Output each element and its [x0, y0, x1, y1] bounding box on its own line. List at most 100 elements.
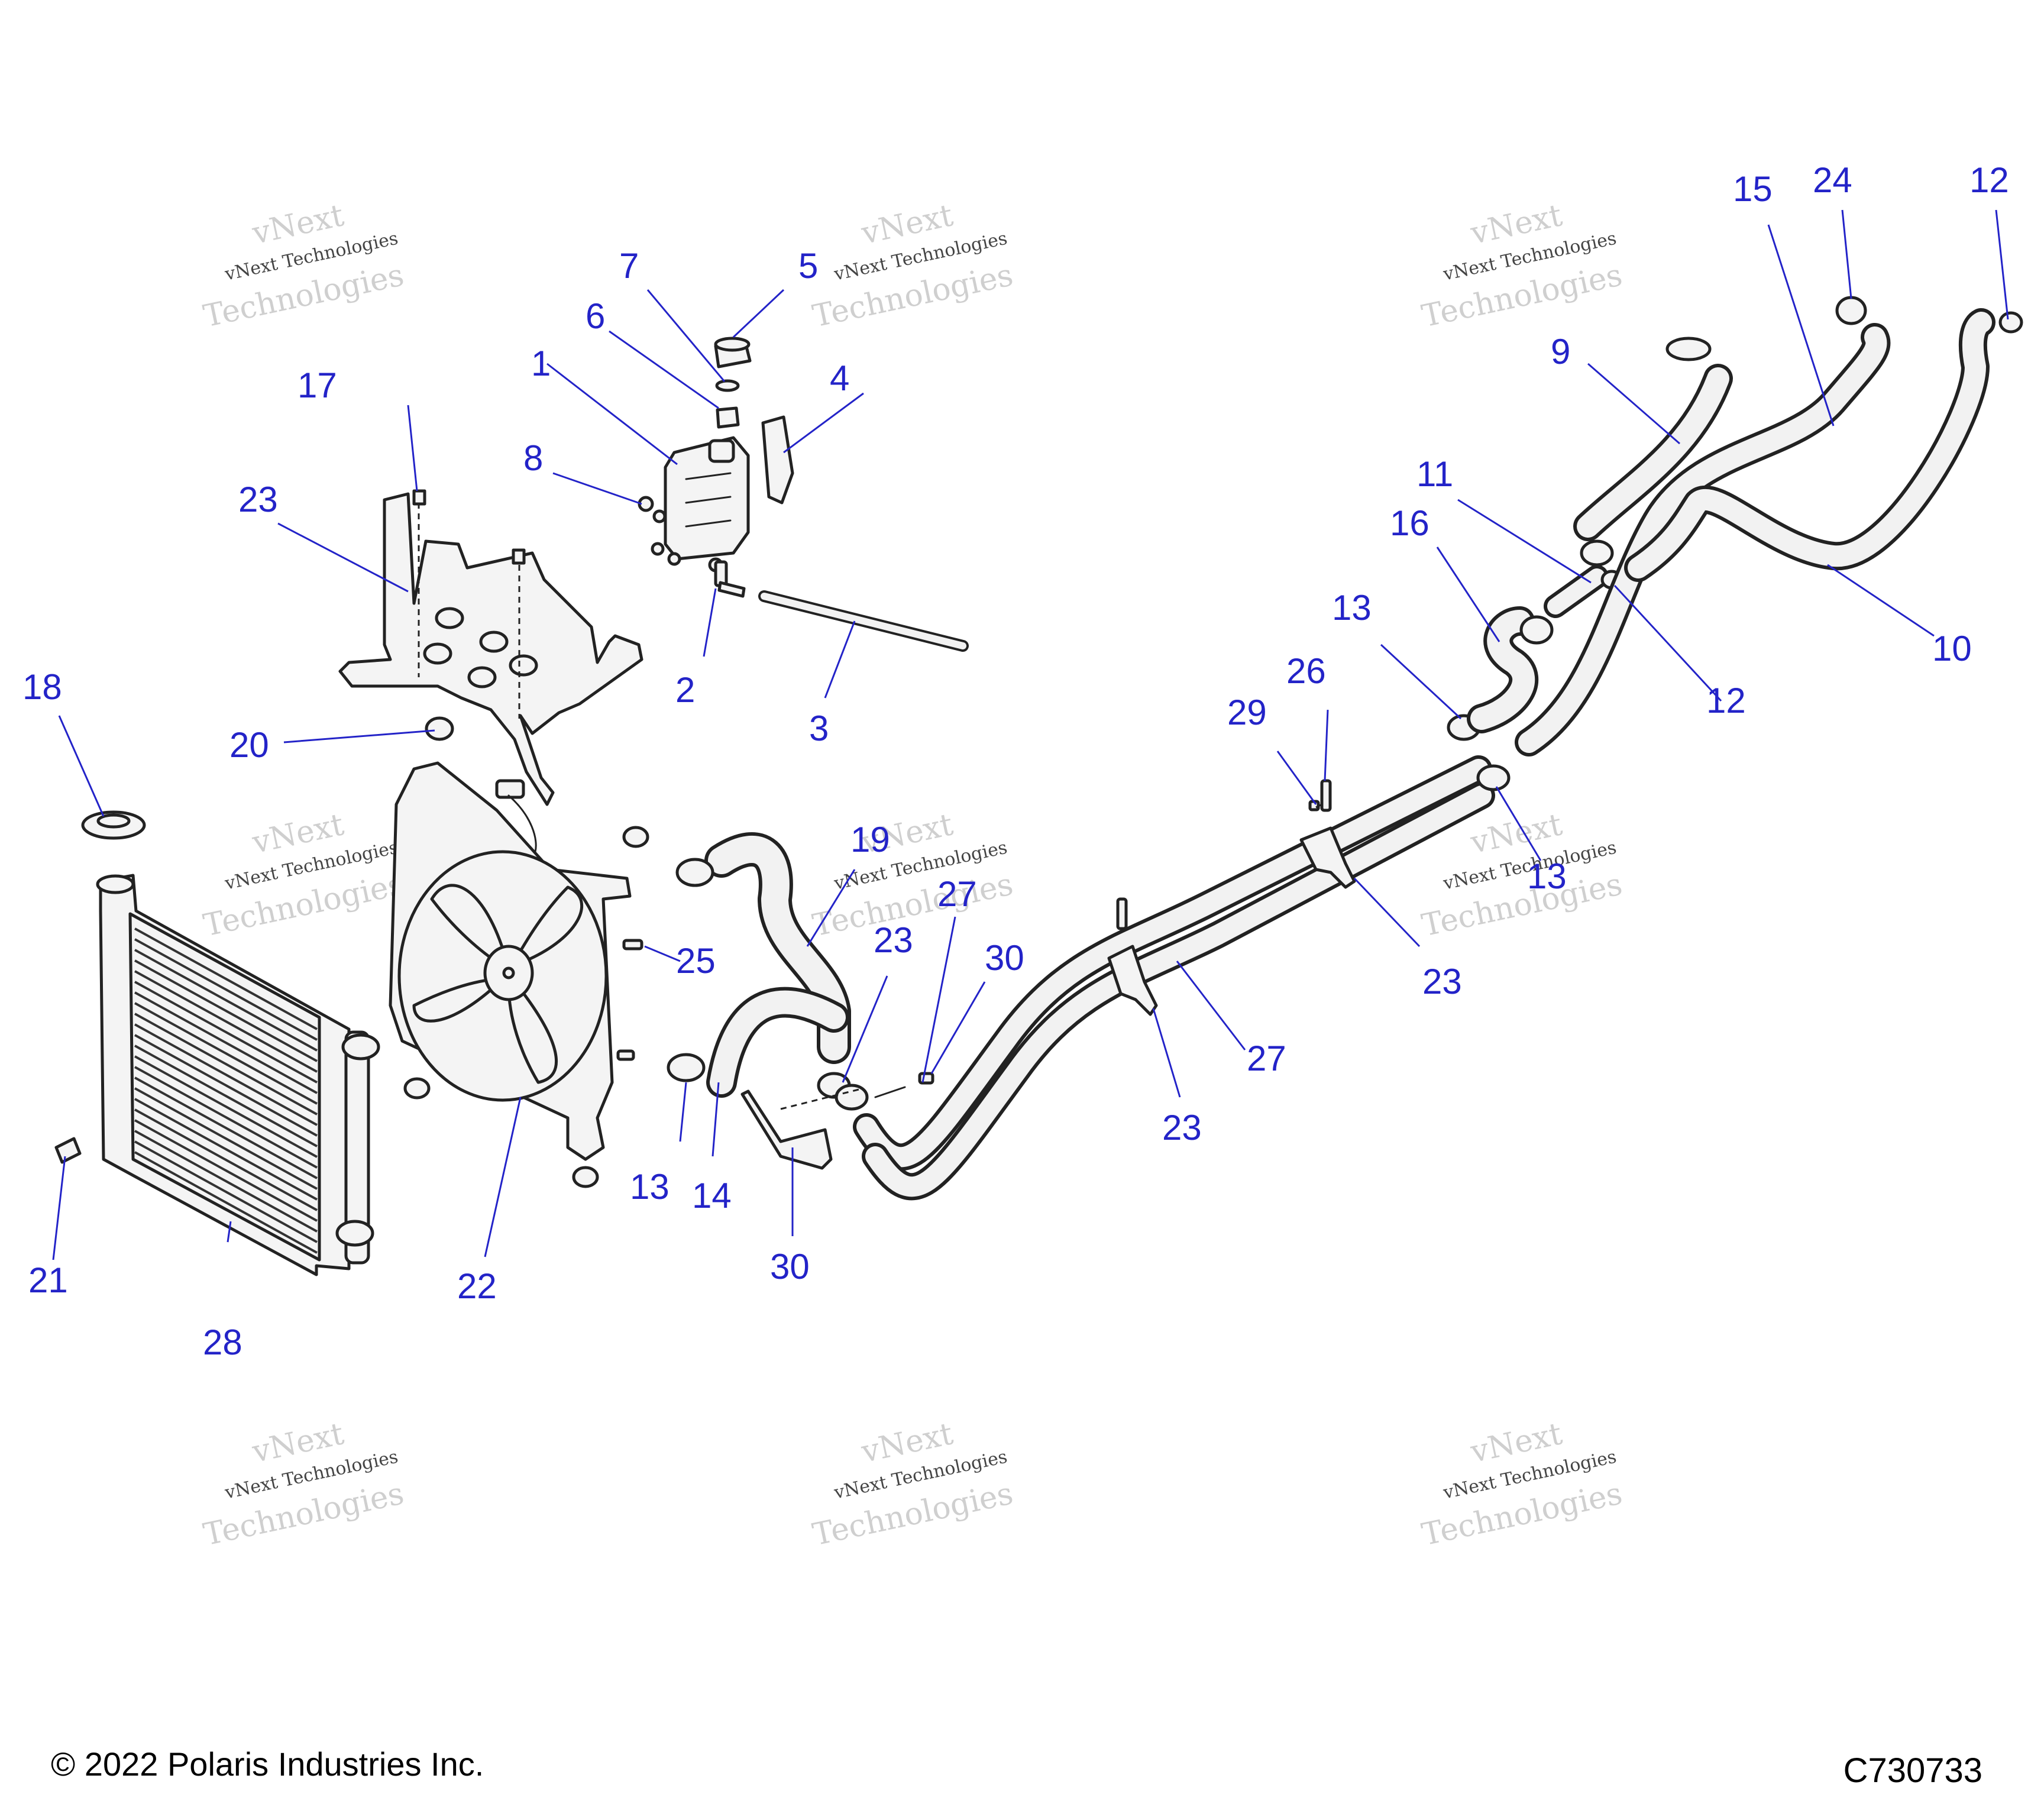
- hose-clamp: [1665, 337, 1712, 361]
- radiator-fin: [134, 981, 318, 1084]
- engine-hose: [1573, 364, 1733, 541]
- callout-label: 23: [1162, 1108, 1202, 1147]
- radiator-fin: [134, 970, 318, 1073]
- copyright-text: © 2022 Polaris Industries Inc.: [51, 1745, 484, 1783]
- grommet: [403, 1077, 431, 1100]
- callout-label: 1: [531, 344, 551, 383]
- radiator-fin: [134, 1066, 318, 1169]
- screw: [616, 1049, 635, 1061]
- assembly-line: [1315, 803, 1322, 809]
- radiator-fin: [134, 1023, 318, 1126]
- callout-label: 5: [798, 246, 818, 286]
- watermark: vNext vNext Technologies Technologies: [1419, 1416, 1625, 1553]
- radiator-mount-bracket: [338, 492, 643, 806]
- lower-radiator-hose: [706, 987, 849, 1098]
- callout-label: 21: [28, 1260, 68, 1300]
- callout-label: 30: [770, 1247, 810, 1286]
- callout-label: 4: [830, 358, 849, 398]
- overflow-tube: [758, 590, 969, 652]
- screw: [622, 939, 643, 950]
- long-return-hose: [1515, 323, 1891, 756]
- radiator-fin: [134, 1087, 318, 1190]
- radiator-fin: [134, 1151, 318, 1254]
- coolant-supply-hose: [1624, 308, 1996, 582]
- diagram-code: C730733: [1843, 1751, 1982, 1790]
- grommet: [622, 826, 649, 848]
- fan-shroud: [389, 761, 632, 1161]
- radiator-fin: [134, 1002, 318, 1105]
- callout-label: 23: [874, 920, 913, 960]
- bypass-hose: [1467, 606, 1539, 733]
- callout-label: 6: [586, 296, 605, 336]
- radiator-fin: [134, 949, 318, 1052]
- reservoir-bracket: [761, 415, 794, 505]
- bolt: [1116, 897, 1128, 930]
- callout-label: 27: [1247, 1039, 1286, 1078]
- fan-motor-connector: [495, 779, 537, 853]
- callout-label: 18: [22, 667, 62, 707]
- watermark: vNext vNext Technologies Technologies: [200, 1416, 407, 1553]
- radiator-fin: [134, 959, 318, 1062]
- radiator-fin: [134, 1130, 318, 1233]
- drain-plug: [54, 1137, 82, 1164]
- radiator-fin: [134, 1045, 318, 1147]
- coolant-reservoir: [664, 436, 750, 573]
- hose-clamp: [1998, 311, 2023, 334]
- pipe-clip: [817, 1072, 869, 1111]
- callout-label: 14: [692, 1176, 732, 1215]
- callout-labels: 1 2 3 4 5 6 7 8 9 10 11 12 12 13 13 13 1…: [22, 160, 2009, 1362]
- bolt: [512, 548, 526, 565]
- callout-label: 17: [297, 366, 337, 405]
- radiator: [96, 874, 380, 1276]
- watermark: vNext vNext Technologies Technologies: [200, 198, 407, 334]
- fan-blades: [412, 884, 584, 1084]
- callout-label: 12: [1706, 681, 1746, 720]
- callout-label: 10: [1932, 629, 1972, 668]
- radiator-fin: [134, 1034, 318, 1137]
- grommet: [572, 1166, 599, 1188]
- callout-label: 23: [238, 480, 278, 519]
- watermark: vNext vNext Technologies Technologies: [810, 198, 1016, 334]
- coolant-pipes: [853, 755, 1495, 1201]
- radiator-fin: [134, 1055, 318, 1158]
- assembly-line: [780, 1087, 864, 1110]
- radiator-fin: [134, 1140, 318, 1243]
- hose-clamp: [1580, 539, 1614, 567]
- hose-clamp: [1835, 296, 1867, 325]
- callout-label: 25: [676, 941, 716, 981]
- radiator-fin: [134, 927, 318, 1030]
- callout-label: 27: [937, 874, 977, 914]
- hose-clamp: [675, 858, 714, 887]
- radiator-fin: [134, 1076, 318, 1179]
- radiator-fin: [134, 1098, 318, 1201]
- upper-radiator-hose: [704, 832, 851, 1064]
- hose-fitting: [714, 560, 746, 598]
- hose-clamp: [667, 1053, 706, 1082]
- callout-label: 28: [203, 1323, 242, 1362]
- callout-label: 13: [1527, 856, 1567, 896]
- callout-label: 2: [675, 670, 695, 710]
- radiator-fin: [134, 991, 318, 1094]
- leader-lines: [52, 209, 2009, 1260]
- watermark: vNext vNext Technologies Technologies: [810, 1416, 1016, 1553]
- callout-label: 3: [809, 709, 829, 748]
- watermark: vNext vNext Technologies Technologies: [1419, 198, 1625, 334]
- pipe-clip: [1299, 826, 1356, 889]
- reservoir-neck: [716, 406, 740, 429]
- hose-bracket: [740, 1089, 833, 1170]
- callout-label: 26: [1286, 651, 1326, 691]
- callout-label: 7: [619, 246, 639, 286]
- callout-label: 16: [1390, 503, 1429, 543]
- callout-label: 12: [1969, 160, 2009, 200]
- callout-label: 8: [523, 438, 543, 478]
- bolt: [874, 1086, 906, 1098]
- callout-label: 13: [630, 1167, 670, 1207]
- radiator-fins: [134, 927, 318, 1254]
- nut: [918, 1072, 934, 1085]
- radiator-fin: [134, 1119, 318, 1222]
- watermark: vNext vNext Technologies Technologies: [200, 807, 407, 943]
- callout-label: 19: [850, 820, 890, 859]
- callout-label: 29: [1227, 693, 1267, 732]
- radiator-fin: [134, 1013, 318, 1116]
